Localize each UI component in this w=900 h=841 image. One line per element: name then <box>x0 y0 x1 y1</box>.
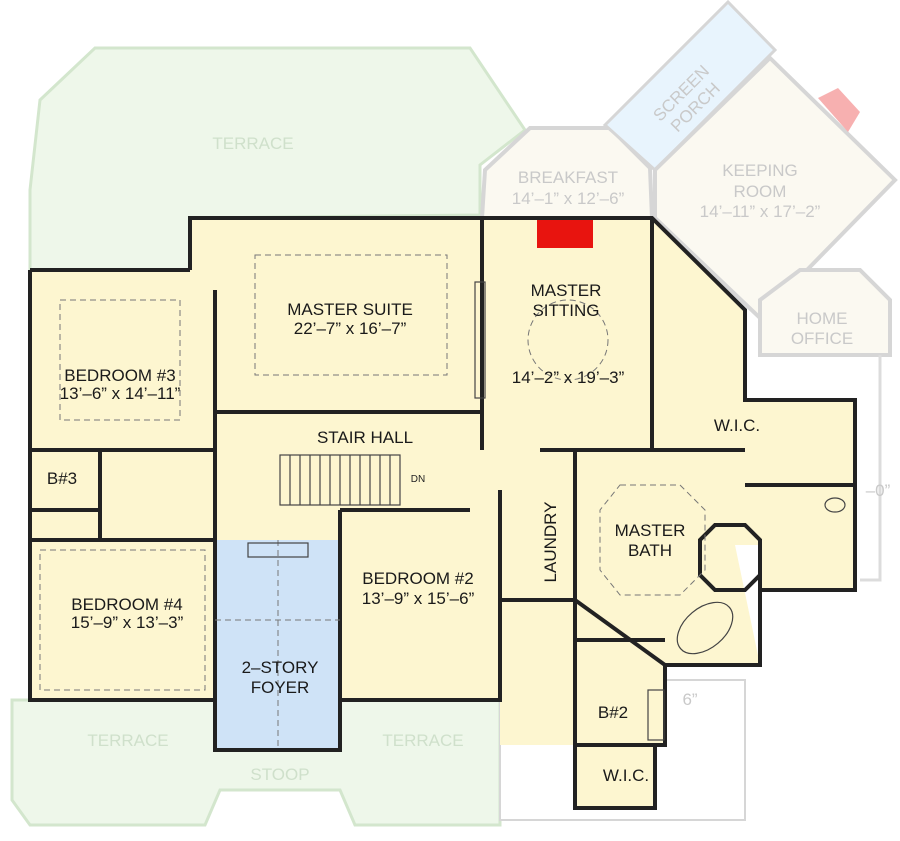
home-office-label-2: OFFICE <box>791 329 853 348</box>
stoop-label: STOOP <box>250 765 309 784</box>
bath3-label: B#3 <box>47 469 77 488</box>
toilet-icon <box>824 497 846 513</box>
foyer-label-2: FOYER <box>251 678 310 697</box>
master-bath-label-2: BATH <box>628 541 672 560</box>
screen-porch-area <box>602 0 778 173</box>
bath2-label: B#2 <box>598 703 628 722</box>
bedroom2-label: BEDROOM #2 <box>362 569 473 588</box>
wic-lower-label: W.I.C. <box>603 766 649 785</box>
terrace-right-label: TERRACE <box>382 731 463 750</box>
master-sitting-dims: 14’–2” x 19’–3” <box>512 368 625 387</box>
bedroom4-dims: 15’–9” x 13’–3” <box>71 613 184 632</box>
master-sitting-label-1: MASTER <box>531 281 602 300</box>
breakfast-dims: 14’–1” x 12’–6” <box>512 189 625 208</box>
master-suite-dims: 22’–7” x 16’–7” <box>294 319 407 338</box>
foyer-label-1: 2–STORY <box>242 658 319 677</box>
home-office-label-1: HOME <box>797 309 848 328</box>
stair-hall-label: STAIR HALL <box>317 428 413 447</box>
home-office-area <box>758 268 892 357</box>
keeping-room-dims: 14’–11” x 17’–2” <box>700 202 821 221</box>
master-sitting-label-2: SITTING <box>532 301 599 320</box>
wic-master-label: W.I.C. <box>714 416 760 435</box>
bedroom3-dims: 13’–6” x 14’–11” <box>60 384 181 403</box>
fireplace-icon <box>537 220 593 248</box>
keeping-fireplace-icon <box>818 88 860 132</box>
shower <box>698 523 762 592</box>
dimension-fragment-right: –0” <box>866 481 891 500</box>
bedroom3-label: BEDROOM #3 <box>64 366 175 385</box>
laundry-label: LAUNDRY <box>541 502 560 583</box>
stair-down-label: DN <box>411 474 425 485</box>
dimension-fragment-lower: 6” <box>682 690 697 709</box>
master-bath-label-1: MASTER <box>615 521 686 540</box>
terrace-top-area <box>28 46 528 272</box>
terrace-top-label: TERRACE <box>212 134 293 153</box>
master-suite-label: MASTER SUITE <box>287 300 413 319</box>
terrace-left-label: TERRACE <box>87 731 168 750</box>
staircase[interactable] <box>279 454 401 506</box>
keeping-room-label-1: KEEPING <box>722 161 798 180</box>
entry-door-icon[interactable] <box>247 542 309 558</box>
keeping-room-area <box>653 55 898 321</box>
bedroom4-label: BEDROOM #4 <box>71 595 182 614</box>
tub-b2-icon <box>647 689 665 741</box>
keeping-room-label-2: ROOM <box>734 182 787 201</box>
bathtub-icon <box>676 601 734 655</box>
breakfast-label: BREAKFAST <box>518 168 618 187</box>
bedroom2-dims: 13’–9” x 15’–6” <box>362 589 475 608</box>
